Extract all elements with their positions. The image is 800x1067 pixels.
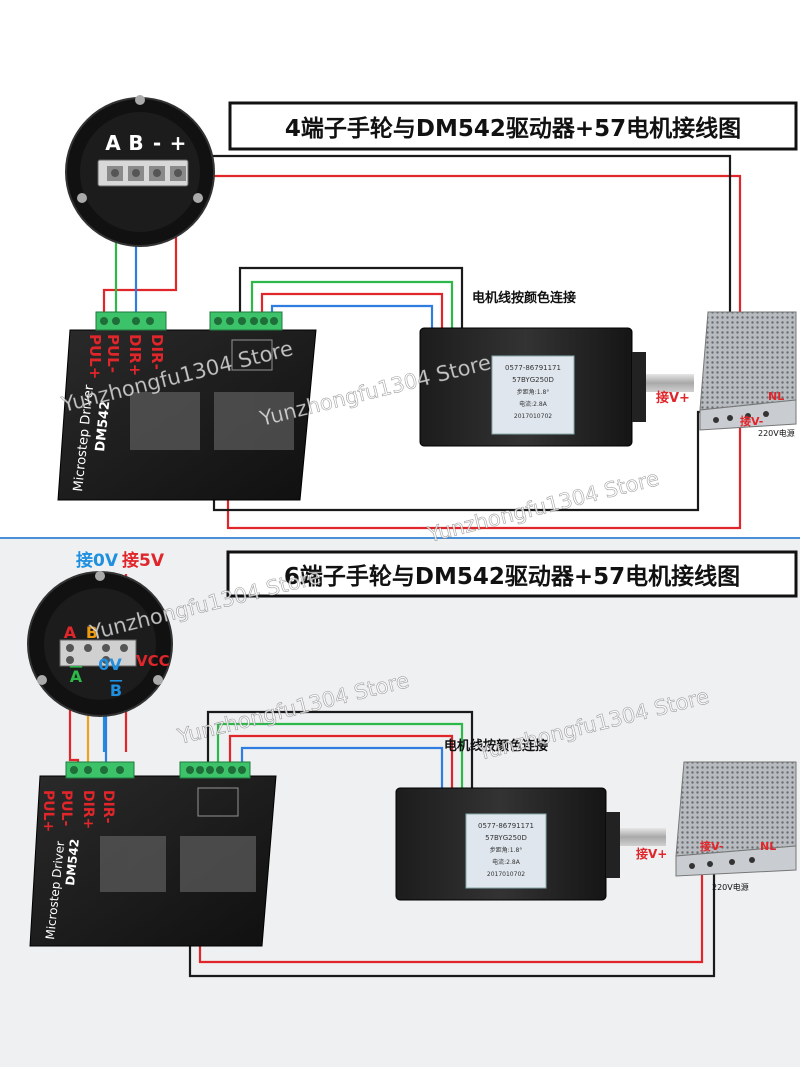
handwheel6-label-vcc: VCC bbox=[136, 652, 170, 670]
terminal2-label-pul-minus: PUL- bbox=[58, 790, 74, 827]
motor-plate-step: 步距角:1.8° bbox=[517, 388, 550, 396]
driver2-dip-table bbox=[100, 787, 256, 892]
motor-plate-phone: 0577-86791171 bbox=[505, 364, 561, 372]
psu2-label-nl: NL bbox=[760, 840, 776, 853]
motor2-plate-phone: 0577-86791171 bbox=[478, 822, 534, 830]
handwheel-terminal-screws bbox=[107, 166, 186, 181]
motor-wire-black-2 bbox=[206, 710, 474, 790]
screw-icon bbox=[153, 675, 163, 685]
section1-title: 4端子手轮与DM542驱动器+57电机接线图 bbox=[285, 115, 741, 142]
terminal2-label-dir-minus: DIR- bbox=[100, 790, 116, 824]
psu-label-v-minus: 接V- bbox=[740, 414, 763, 428]
motor-wire-green-2 bbox=[216, 722, 464, 790]
power-supply-1: 接V+ 接V- NL 220V电源 bbox=[656, 311, 797, 438]
motor-wire-black bbox=[238, 266, 464, 330]
psu2-label-v-plus: 接V+ bbox=[636, 846, 667, 861]
screw-icon bbox=[95, 571, 105, 581]
terminal-label-pul-plus: PUL+ bbox=[86, 334, 104, 379]
driver2-model: DM542 bbox=[63, 838, 82, 886]
motor-plate-current: 电流:2.8A bbox=[519, 400, 548, 408]
psu2-label-mains: 220V电源 bbox=[712, 882, 749, 892]
handwheel6-label-a-bar: A bbox=[70, 667, 83, 686]
motor-wire-blue-2 bbox=[240, 746, 444, 790]
handwheel6-label-b: B bbox=[86, 623, 98, 642]
motor2-shaft bbox=[620, 828, 666, 846]
motor-wire-red-2 bbox=[228, 734, 454, 790]
handwheel-label-minus: - bbox=[153, 131, 161, 155]
motor-note-2: 电机线按颜色连接 bbox=[444, 738, 548, 754]
motor-plate-model: 57BYG250D bbox=[512, 376, 554, 384]
section2-title-banner: 6端子手轮与DM542驱动器+57电机接线图 bbox=[226, 550, 798, 598]
driver2-power-terminal-block bbox=[179, 761, 251, 779]
driver-dip-table bbox=[130, 339, 294, 450]
handwheel-4-terminal: A B - + bbox=[65, 95, 215, 247]
handwheel6-label-0v: 0V bbox=[98, 655, 122, 674]
terminal-label-dir-plus: DIR+ bbox=[126, 334, 144, 376]
stepper-motor-57-1: 0577-86791171 57BYG250D 步距角:1.8° 电流:2.8A… bbox=[419, 327, 694, 447]
terminal-label-pul-minus: PUL- bbox=[104, 334, 122, 373]
motor2-plate-serial: 2017010702 bbox=[487, 871, 525, 878]
label-connect-0v: 接0V bbox=[76, 550, 119, 571]
motor-wire-red bbox=[260, 292, 444, 330]
section2-title: 6端子手轮与DM542驱动器+57电机接线图 bbox=[284, 563, 740, 590]
screw-icon bbox=[193, 193, 203, 203]
driver-model: DM542 bbox=[93, 400, 113, 452]
terminal2-label-dir-plus: DIR+ bbox=[80, 790, 96, 829]
psu-label-v-plus: 接V+ bbox=[656, 390, 690, 406]
motor-wire-green bbox=[250, 280, 454, 330]
handwheel-6-terminal: A B A B 0V VCC bbox=[27, 571, 173, 717]
motor2-plate-step: 步距角:1.8° bbox=[490, 846, 523, 854]
driver-dm542-2: PUL+ PUL- DIR+ DIR- Microstep Driver DM5… bbox=[29, 761, 277, 947]
screw-icon bbox=[37, 675, 47, 685]
motor2-plate-current: 电流:2.8A bbox=[492, 858, 521, 866]
terminal-label-dir-minus: DIR- bbox=[148, 334, 166, 370]
handwheel-label-a: A bbox=[105, 131, 121, 155]
driver-dm542-1: PUL+ PUL- DIR+ DIR- Microstep Driver DM5… bbox=[57, 311, 317, 501]
handwheel-label-plus: + bbox=[170, 131, 187, 155]
handwheel6-label-a: A bbox=[64, 623, 77, 642]
handwheel-label-b: B bbox=[128, 131, 143, 155]
terminal2-label-pul-plus: PUL+ bbox=[40, 790, 56, 832]
screw-icon bbox=[135, 95, 145, 105]
motor-shaft bbox=[646, 374, 694, 392]
power-supply-2: 接V+ 接V- NL 220V电源 bbox=[636, 761, 797, 892]
handwheel6-label-b-bar: B bbox=[110, 681, 122, 700]
motor-plate-serial: 2017010702 bbox=[514, 413, 552, 420]
driver-signal-terminal-block bbox=[95, 311, 167, 331]
stepper-motor-57-2: 0577-86791171 57BYG250D 步距角:1.8° 电流:2.8A… bbox=[395, 787, 666, 901]
motor-note-1: 电机线按颜色连接 bbox=[472, 290, 576, 306]
psu-label-nl: NL bbox=[768, 390, 784, 403]
motor2-plate-model: 57BYG250D bbox=[485, 834, 527, 842]
screw-icon bbox=[77, 193, 87, 203]
psu2-label-v-minus: 接V- bbox=[700, 839, 723, 853]
section1-title-banner: 4端子手轮与DM542驱动器+57电机接线图 bbox=[228, 101, 798, 151]
label-connect-5v: 接5V bbox=[122, 550, 165, 571]
psu-label-mains: 220V电源 bbox=[758, 428, 795, 438]
